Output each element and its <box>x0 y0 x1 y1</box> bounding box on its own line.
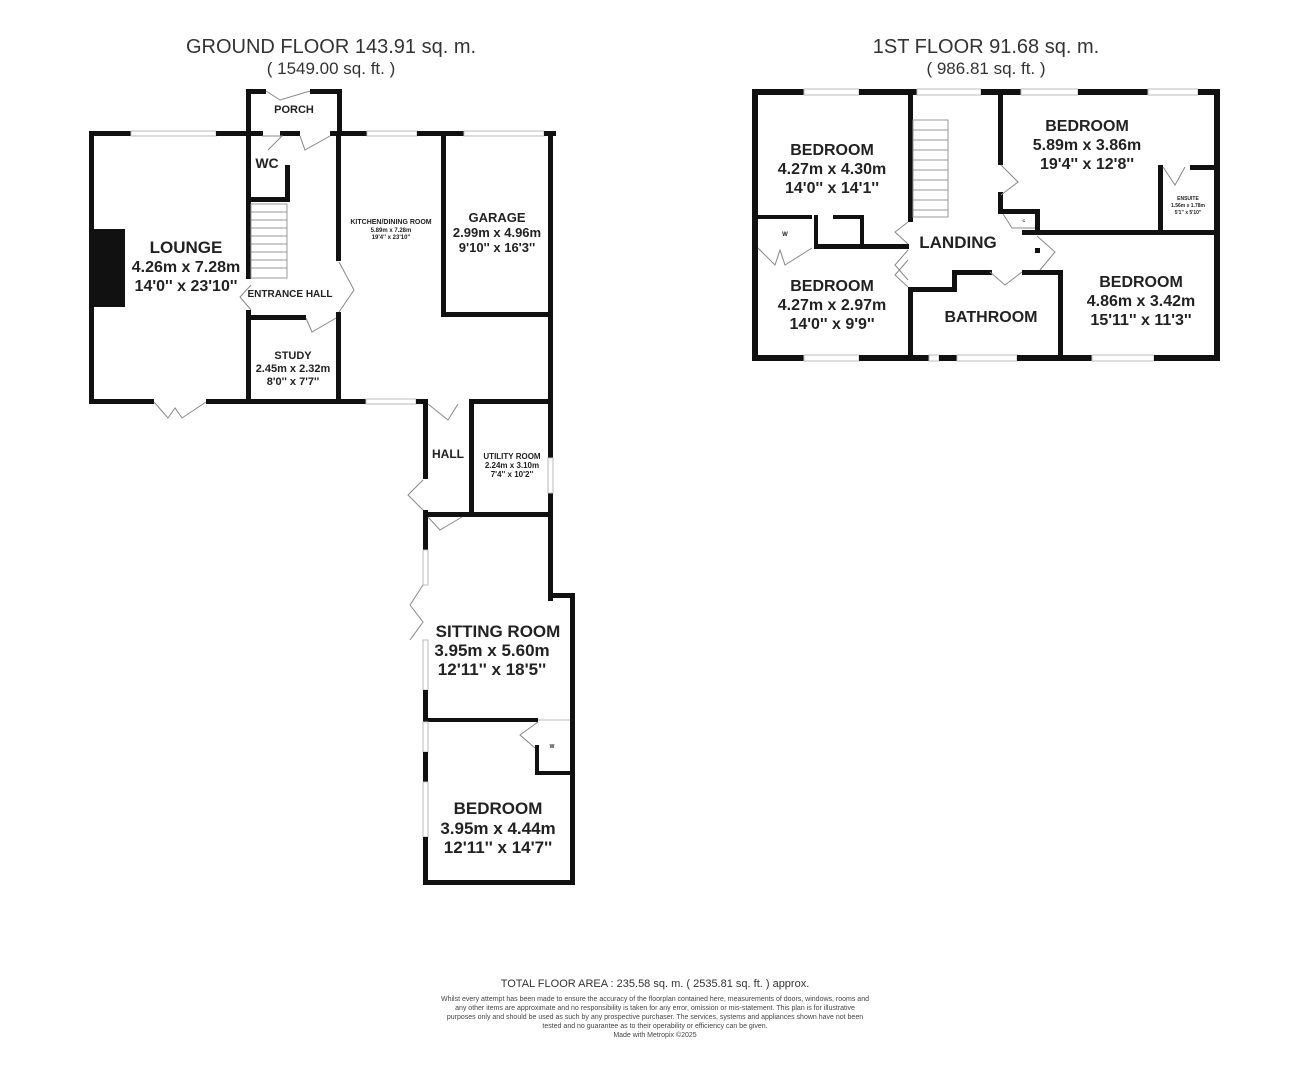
room-dims-ff-bedroom-1-metric: 4.27m x 4.30m <box>778 161 887 178</box>
ground-floor-heading: GROUND FLOOR 143.91 sq. m. ( 1549.00 sq.… <box>131 35 531 79</box>
room-dims-ff-bedroom-4-metric: 4.86m x 3.42m <box>1087 293 1196 310</box>
room-label-ff-cupboard: C <box>1023 218 1026 223</box>
room-dims-gf-bedroom-metric: 3.95m x 4.44m <box>440 819 555 838</box>
room-label-lounge: LOUNGE <box>150 238 223 257</box>
room-label-ff-wardrobe: W <box>782 232 788 238</box>
room-label-bathroom: BATHROOM <box>944 309 1037 326</box>
room-dims-ff-bedroom-2-imperial: 19'4'' x 12'8'' <box>1040 156 1134 173</box>
room-dims-ensuite-metric: 1.56m x 1.78m <box>1171 203 1205 209</box>
total-floor-area: TOTAL FLOOR AREA : 235.58 sq. m. ( 2535.… <box>500 978 810 990</box>
room-label-ff-bedroom-2: BEDROOM <box>1045 118 1129 135</box>
room-dims-kitchen-imperial: 19'4'' x 23'10'' <box>372 235 411 241</box>
ground-floor-labels: PORCH WC LOUNGE 4.26m x 7.28m 14'0'' x 2… <box>132 104 561 857</box>
room-label-ff-bedroom-4: BEDROOM <box>1099 274 1183 291</box>
disclaimer: Whilst every attempt has been made to en… <box>440 996 869 1030</box>
room-label-wc: WC <box>255 155 278 171</box>
ground-floor-title: GROUND FLOOR 143.91 sq. m. <box>185 36 477 58</box>
first-floor-heading: 1ST FLOOR 91.68 sq. m. ( 986.81 sq. ft. … <box>786 35 1186 79</box>
room-dims-study-metric: 2.45m x 2.32m <box>256 363 331 375</box>
first-floor-labels: BEDROOM 4.27m x 4.30m 14'0'' x 14'1'' BE… <box>778 118 1206 333</box>
landing-staircase <box>912 119 949 218</box>
room-dims-study-imperial: 8'0'' x 7'7'' <box>267 376 320 388</box>
room-label-hall: HALL <box>432 447 464 461</box>
credit: Made with Metropix ©2025 <box>613 1032 697 1039</box>
room-dims-lounge-metric: 4.26m x 7.28m <box>132 259 241 276</box>
room-dims-garage-imperial: 9'10'' x 16'3'' <box>459 240 535 255</box>
lounge-french-doors <box>153 401 207 419</box>
room-dims-utility-imperial: 7'4'' x 10'2'' <box>491 470 534 479</box>
room-dims-utility-metric: 2.24m x 3.10m <box>485 461 539 470</box>
first-floor-title: 1ST FLOOR 91.68 sq. m. <box>872 36 1100 58</box>
room-dims-garage-metric: 2.99m x 4.96m <box>453 225 541 240</box>
room-dims-ff-bedroom-4-imperial: 15'11'' x 11'3'' <box>1090 312 1191 329</box>
room-dims-ff-bedroom-3-metric: 4.27m x 2.97m <box>778 297 887 314</box>
ground-floor-subtitle: ( 1549.00 sq. ft. ) <box>266 59 396 78</box>
room-label-gf-bedroom: BEDROOM <box>454 799 543 818</box>
fireplace <box>94 229 125 307</box>
room-label-entrance-hall: ENTRANCE HALL <box>248 289 333 300</box>
room-dims-lounge-imperial: 14'0'' x 23'10'' <box>135 278 238 295</box>
room-dims-ff-bedroom-1-imperial: 14'0'' x 14'1'' <box>785 180 879 197</box>
room-label-ff-bedroom-3: BEDROOM <box>790 278 874 295</box>
first-floor-subtitle: ( 986.81 sq. ft. ) <box>926 59 1046 78</box>
room-dims-gf-bedroom-imperial: 12'11'' x 14'7'' <box>444 838 552 857</box>
room-label-kitchen: KITCHEN/DINING ROOM <box>350 219 431 226</box>
room-dims-sitting-metric: 3.95m x 5.60m <box>434 641 549 660</box>
room-dims-ff-bedroom-2-metric: 5.89m x 3.86m <box>1033 137 1142 154</box>
room-label-bedroom-wardrobe: W <box>550 744 555 750</box>
room-dims-sitting-imperial: 12'11'' x 18'5'' <box>438 660 546 679</box>
first-floor-plan <box>752 88 1220 362</box>
staircase <box>250 203 288 279</box>
room-dims-ensuite-imperial: 5'1'' x 5'10'' <box>1175 210 1202 216</box>
room-label-study: STUDY <box>274 350 312 362</box>
room-label-ff-bedroom-1: BEDROOM <box>790 142 874 159</box>
ground-floor-plan <box>89 89 575 885</box>
room-dims-ff-bedroom-3-imperial: 14'0'' x 9'9'' <box>789 316 874 333</box>
room-label-utility: UTILITY ROOM <box>483 452 541 461</box>
room-label-sitting-room: SITTING ROOM <box>436 622 561 641</box>
room-label-porch: PORCH <box>274 104 314 116</box>
footer: TOTAL FLOOR AREA : 235.58 sq. m. ( 2535.… <box>440 977 870 1040</box>
room-dims-kitchen-metric: 5.89m x 7.28m <box>371 228 412 234</box>
room-label-garage: GARAGE <box>468 210 525 225</box>
room-label-landing: LANDING <box>919 233 996 252</box>
room-label-ensuite: ENSUITE <box>1177 196 1199 202</box>
window <box>130 130 217 137</box>
